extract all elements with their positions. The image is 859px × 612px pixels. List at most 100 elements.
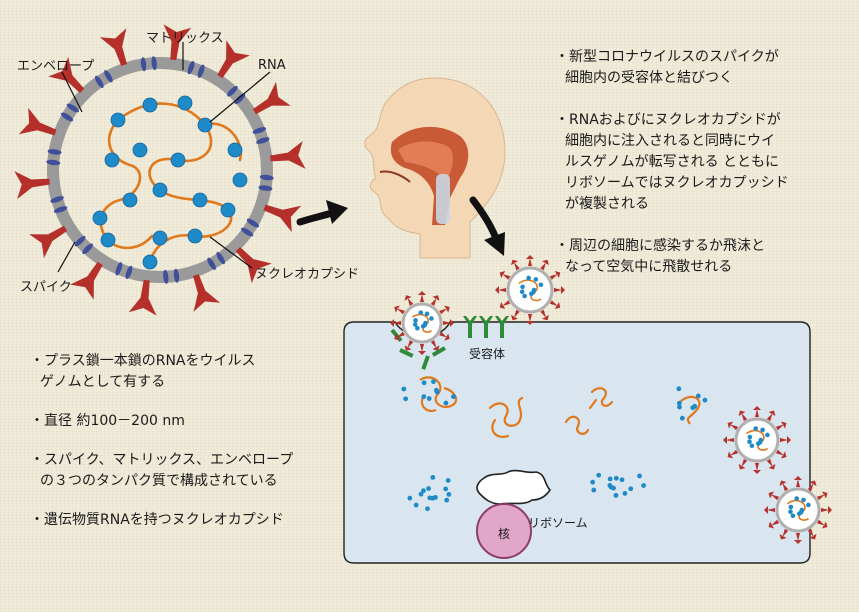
- spike-protein: [99, 28, 127, 66]
- nucleocapsid-particle: [152, 182, 168, 198]
- note-line: ・遺伝物質RNAを持つヌクレオカプシド: [30, 512, 284, 528]
- matrix-protein: [163, 269, 169, 284]
- note-spike-receptor: ・新型コロナウイルスのスパイクが 細胞内の受容体と結びつく: [555, 47, 789, 89]
- nucleocapsid-particle: [637, 473, 642, 479]
- matrix-label: マトリックス: [146, 31, 224, 46]
- spike-protein: [14, 171, 50, 200]
- nucleocapsid-particle: [445, 478, 451, 483]
- right-notes: ・新型コロナウイルスのスパイクが 細胞内の受容体と結びつく ・RNAおよびにヌク…: [555, 47, 789, 278]
- matrix-protein: [46, 159, 61, 166]
- note-line: ・RNAおよびにヌクレオカプシドが: [555, 112, 781, 128]
- nucleocapsid-particle: [192, 192, 208, 208]
- nucleocapsid-particle: [596, 472, 602, 478]
- nucleocapsid-particle: [677, 404, 682, 410]
- virus-particle: [495, 255, 565, 325]
- spike-protein: [48, 56, 85, 94]
- spike-protein: [263, 204, 302, 233]
- matrix-protein: [187, 60, 195, 75]
- rna-label: RNA: [258, 58, 286, 73]
- nucleocapsid-particle: [622, 491, 628, 496]
- spike-protein: [128, 279, 157, 316]
- nucleocapsid-particle: [431, 379, 436, 385]
- note-line: が複製される: [565, 196, 649, 212]
- spike-leader: [57, 241, 76, 273]
- rna-leader: [209, 71, 271, 123]
- nucleocapsid-particle: [695, 393, 701, 399]
- matrix-protein: [140, 57, 147, 72]
- matrix-protein: [197, 64, 205, 78]
- matrix-protein: [95, 75, 104, 88]
- matrix-protein: [151, 56, 157, 71]
- nucleocapsid-particle: [433, 387, 439, 393]
- free-rna: [488, 387, 614, 438]
- note-line: 細胞内の受容体と結びつく: [565, 70, 733, 86]
- nucleocapsid-particle: [613, 475, 619, 481]
- virus-particle: [723, 406, 791, 474]
- nucleocapsid-particle: [152, 230, 168, 246]
- ribosome-label: リボソーム: [528, 516, 588, 530]
- nucleocapsid-particle: [100, 232, 116, 248]
- matrix-protein: [173, 268, 180, 283]
- note-spread: ・周辺の細胞に感染するか飛沫と なって空気中に飛散せれる: [555, 236, 789, 278]
- matrix-protein: [234, 93, 246, 105]
- matrix-protein: [50, 196, 64, 203]
- nucleocapsid-particle: [220, 202, 236, 218]
- spike-protein: [70, 261, 103, 300]
- matrix-protein: [216, 252, 225, 265]
- arrow-to-head: [296, 200, 348, 226]
- note-line: ・直径 約100－200 nm: [30, 413, 185, 429]
- note-proteins: ・スパイク、マトリックス、エンベロープ の３つのタンパク質で構成されている: [30, 450, 293, 492]
- nucleocapsid-particle: [425, 506, 430, 512]
- nucleocapsid-particle: [613, 492, 619, 498]
- nucleocapsid-particle: [170, 152, 186, 168]
- nucleocapsid-particle: [444, 497, 450, 503]
- spike-protein: [217, 40, 250, 79]
- nucleocapsid-particle: [187, 228, 203, 244]
- matrix-protein: [61, 112, 74, 122]
- nucleocapsid-particle: [110, 112, 126, 128]
- nucleocapsid-particle: [607, 476, 613, 482]
- nucleocapsid-particle: [619, 477, 625, 483]
- nucleocapsid-label: ヌクレオカプシド: [255, 267, 360, 282]
- nucleocapsid-particle: [407, 495, 413, 501]
- spike-protein: [252, 81, 291, 115]
- spike-label: スパイク: [20, 280, 72, 295]
- nucleocapsid-particle: [628, 486, 634, 492]
- nucleocapsid-particle: [142, 254, 158, 270]
- note-line: ・プラス鎖一本鎖のRNAをウイルス: [30, 353, 256, 369]
- matrix-protein: [47, 149, 62, 155]
- note-line: ・新型コロナウイルスのスパイクが: [555, 49, 779, 65]
- human-head: [364, 77, 506, 259]
- nucleocapsid-particle: [702, 397, 708, 403]
- matrix-protein: [252, 127, 267, 134]
- spike-protein: [163, 24, 192, 61]
- nucleocapsid-particle: [426, 396, 432, 401]
- nucleocapsid-particle: [446, 492, 452, 497]
- nucleocapsid-particle: [132, 142, 148, 158]
- nucleocapsid-particle: [692, 403, 698, 409]
- spike-protein: [235, 246, 272, 284]
- matrix-protein: [82, 243, 93, 255]
- nucleocapsid-particle: [443, 400, 449, 406]
- nucleocapsid-particle: [641, 483, 646, 488]
- note-line: の３つのタンパク質で構成されている: [40, 473, 278, 489]
- matrix-protein: [246, 218, 259, 228]
- nucleocapsid-particle: [590, 479, 596, 485]
- matrix-protein: [115, 262, 123, 276]
- nucleocapsid-particle: [177, 95, 193, 111]
- nucleocapsid-particle: [232, 172, 248, 188]
- envelope-leader: [61, 71, 83, 113]
- nucleocapsid-particle: [197, 117, 213, 133]
- nucleocapsid-particle: [443, 486, 449, 492]
- matrix-protein: [53, 206, 68, 213]
- spike-protein: [29, 225, 68, 259]
- note-nucleocapsid: ・遺伝物質RNAを持つヌクレオカプシド: [30, 510, 293, 531]
- matrix-protein: [125, 265, 133, 280]
- nucleocapsid-particle: [430, 475, 436, 480]
- virus-particle: [390, 291, 454, 355]
- spike-protein: [18, 107, 57, 136]
- nucleocapsid-particle: [676, 400, 682, 406]
- nucleocapsid-particle: [451, 394, 456, 400]
- nucleus-label: 核: [498, 527, 511, 541]
